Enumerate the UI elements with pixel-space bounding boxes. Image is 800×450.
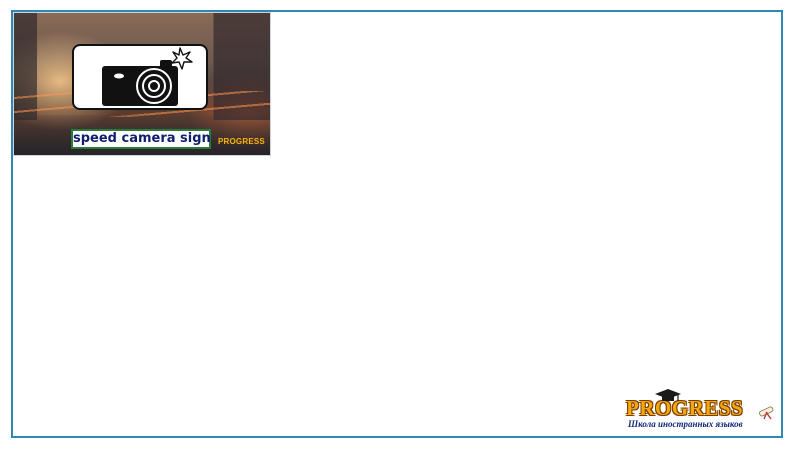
camera-icon — [102, 60, 178, 106]
card-caption: speed camera sign — [71, 129, 211, 149]
logo-wordmark: PROGRESS — [626, 396, 744, 420]
flash-icon — [171, 47, 193, 70]
logo-tagline: Школа иностранных языков — [628, 419, 743, 429]
school-logo: PROGRESS Школа иностранных языков — [620, 388, 780, 434]
vocabulary-card: speed camera sign PROGRESS — [13, 12, 271, 156]
road-sign — [72, 44, 208, 110]
graduation-cap-icon — [655, 389, 681, 401]
diploma-icon — [759, 406, 774, 420]
card-brand-logo: PROGRESS — [218, 137, 265, 146]
